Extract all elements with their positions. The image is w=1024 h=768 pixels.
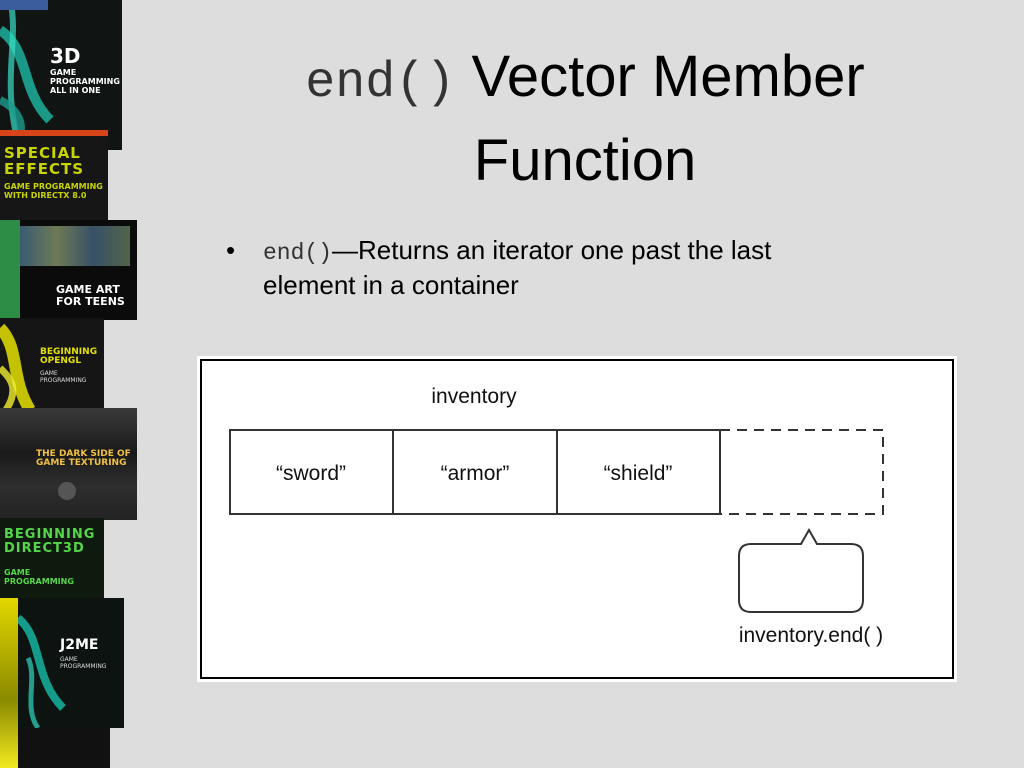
cover-title: THE DARK SIDE OF GAME TEXTURING	[36, 449, 131, 469]
book-cover-special-effects: SPECIAL EFFECTS GAME PROGRAMMING WITH DI…	[0, 130, 108, 222]
cover-title: BEGINNING OPENGL	[40, 347, 98, 367]
book-cover-beginning-opengl: BEGINNING OPENGL GAME PROGRAMMING	[0, 318, 104, 410]
cover-subtitle: GAME PROGRAMMING	[40, 370, 87, 384]
iterator-pointer-icon	[738, 527, 864, 613]
cover-title: SPECIAL EFFECTS	[4, 144, 85, 178]
book-cover-sidebar: 3D GAME PROGRAMMING ALL IN ONE SPECIAL E…	[0, 0, 140, 768]
iterator-label: inventory.end( )	[739, 624, 883, 647]
cover-strip-yellow	[0, 598, 18, 768]
diagram-frame	[200, 359, 954, 679]
vector-diagram: inventory “sword” “armor” “shield” inven…	[197, 356, 957, 682]
cover-art-3d	[0, 0, 54, 150]
cover-subtitle: GAME PROGRAMMING ALL IN ONE	[50, 68, 120, 95]
vector-element-label: “sword”	[276, 462, 346, 485]
book-cover-3d-game-programming: 3D GAME PROGRAMMING ALL IN ONE	[0, 0, 122, 150]
cover-title: BEGINNING DIRECT3D	[4, 527, 96, 556]
book-cover-dark-side-texturing: THE DARK SIDE OF GAME TEXTURING	[0, 408, 137, 520]
cover-subtitle: GAME PROGRAMMING	[60, 656, 107, 670]
vector-element-label: “shield”	[604, 462, 673, 485]
cover-subtitle: GAME PROGRAMMING WITH DIRECTX 8.0	[4, 182, 103, 200]
cover-strip-bottom	[18, 728, 110, 768]
book-cover-beginning-direct3d: BEGINNING DIRECT3D GAME PROGRAMMING	[0, 518, 104, 600]
cover-art-j2me	[18, 614, 66, 728]
vector-element-label: “armor”	[441, 462, 510, 485]
slide-title: end() Vector Member Function	[210, 38, 960, 199]
book-cover-game-art-for-teens: GAME ART FOR TEENS	[0, 220, 137, 320]
past-the-end-cell	[719, 429, 884, 515]
book-cover-j2me: J2ME GAME PROGRAMMING	[18, 598, 124, 728]
vector-diagram-svg: inventory “sword” “armor” “shield” inven…	[200, 359, 954, 679]
title-code: end()	[305, 55, 456, 112]
title-text: Vector Member Function	[471, 44, 865, 193]
cover-subtitle: GAME PROGRAMMING	[4, 568, 74, 586]
vector-label: inventory	[431, 385, 517, 408]
bullet-symbol: •	[226, 235, 236, 265]
cover-title: GAME ART FOR TEENS	[56, 283, 125, 308]
bullet-text: end()—Returns an iterator one past the l…	[263, 234, 863, 301]
cover-art-opengl	[0, 323, 36, 410]
cover-title: 3D	[50, 44, 81, 68]
bullet-description: —Returns an iterator one past the last e…	[263, 235, 772, 300]
bullet-code: end()	[263, 240, 333, 266]
cover-title: J2ME	[60, 637, 99, 653]
